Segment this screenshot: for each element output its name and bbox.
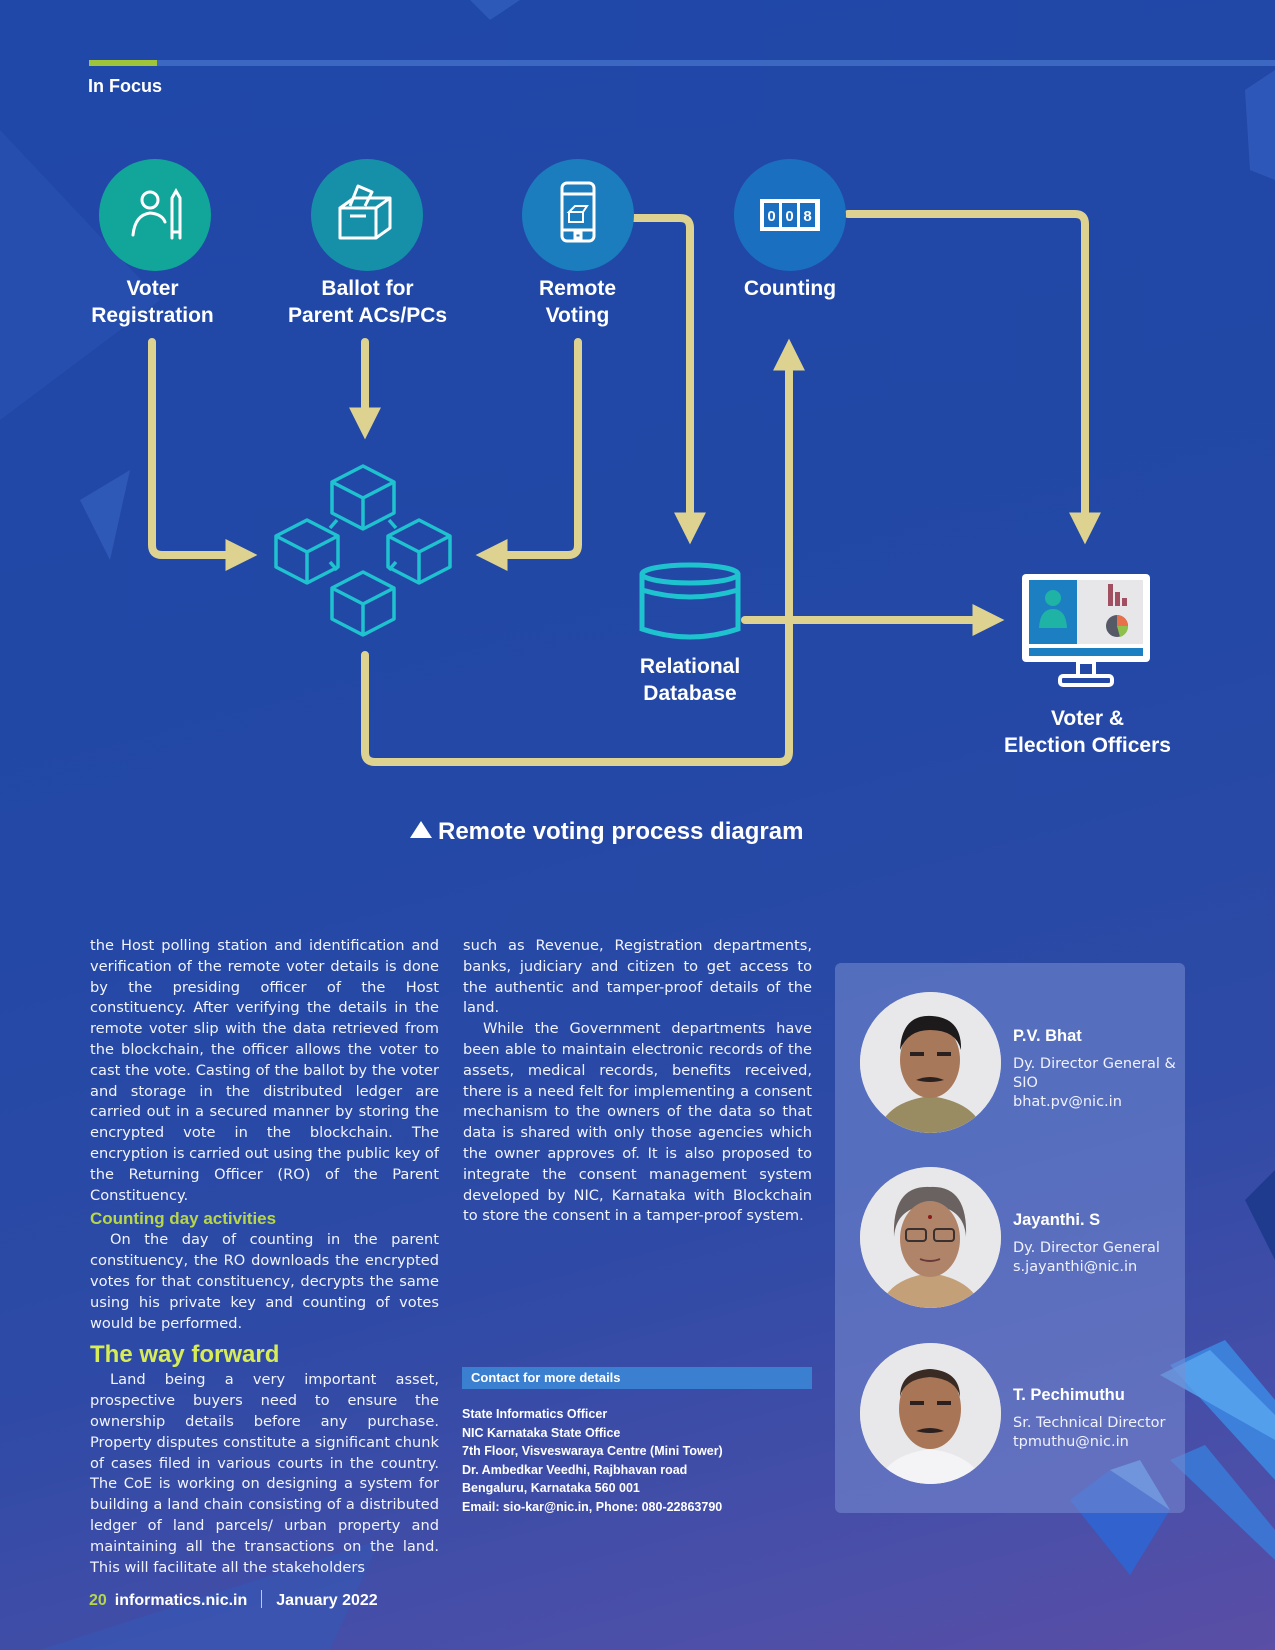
- contact-line: NIC Karnataka State Office: [462, 1425, 621, 1440]
- remote-voting-circle: [522, 159, 634, 271]
- contact-line: Email: sio-kar@nic.in, Phone: 080-228637…: [462, 1499, 723, 1514]
- counter-digit: 8: [803, 208, 811, 225]
- footer-divider: [261, 1590, 263, 1608]
- node-label-ballot: Ballot for Parent ACs/PCs: [287, 277, 448, 327]
- arrow-blockchain-to-counting: [361, 338, 805, 766]
- article-column-1: the Host polling station and identificat…: [90, 936, 439, 1578]
- footer-date: January 2022: [276, 1592, 378, 1609]
- contact-line: Bengaluru, Karnataka 560 001: [462, 1481, 640, 1495]
- ballot-box-icon: [338, 184, 392, 240]
- author-name: T. Pechimuthu: [1013, 1386, 1125, 1404]
- arrow-remote-to-database: [628, 214, 706, 545]
- author-email: s.jayanthi@nic.in: [1013, 1259, 1138, 1275]
- counter-icon: 0 0 8: [760, 199, 820, 231]
- author-photo: [860, 992, 1001, 1133]
- author-card: T. Pechimuthu Sr. Technical Director tpm…: [860, 1343, 1200, 1488]
- author-photo: [860, 1167, 1001, 1308]
- author-title: Dy. Director General & SIO: [1013, 1056, 1176, 1091]
- heading-way-forward: The way forward: [90, 1341, 280, 1369]
- remote-voting-diagram: 0 0 8: [99, 159, 1150, 766]
- node-label-relational-database: Relational Database: [639, 655, 741, 705]
- author-name: Jayanthi. S: [1013, 1211, 1101, 1229]
- contact-heading: Contact for more details: [462, 1367, 812, 1389]
- footer-site: informatics.nic.in: [114, 1592, 248, 1609]
- article-column-2: such as Revenue, Registration department…: [463, 936, 812, 1227]
- paragraph: such as Revenue, Registration department…: [463, 937, 812, 1017]
- page-footer: 20 informatics.nic.in January 2022: [89, 1590, 378, 1610]
- author-email: tpmuthu@nic.in: [1013, 1434, 1129, 1450]
- paragraph: On the day of counting in the parent con…: [90, 1231, 439, 1332]
- paragraph: the Host polling station and identificat…: [90, 937, 439, 1204]
- contact-details: State Informatics Officer NIC Karnataka …: [462, 1405, 723, 1516]
- author-email: bhat.pv@nic.in: [1013, 1094, 1122, 1110]
- node-label-officers: Voter & Election Officers: [1004, 707, 1171, 757]
- node-label-voter-registration: Voter Registration: [91, 277, 214, 327]
- counter-digit: 0: [785, 208, 793, 225]
- monitor-dashboard-icon: [1022, 574, 1150, 687]
- caption-triangle-icon: [410, 821, 432, 838]
- page-number: 20: [89, 1592, 107, 1609]
- author-photo: [860, 1343, 1001, 1484]
- arrow-registration-to-blockchain: [148, 338, 258, 571]
- paragraph: Land being a very important asset, prosp…: [90, 1371, 439, 1576]
- subheading-counting-day: Counting day activities: [90, 1209, 277, 1229]
- voter-pen-icon: [131, 187, 182, 240]
- contact-line: 7th Floor, Visveswaraya Centre (Mini Tow…: [462, 1444, 723, 1458]
- contact-line: Dr. Ambedkar Veedhi, Rajbhavan road: [462, 1462, 688, 1477]
- author-title: Dy. Director General: [1013, 1240, 1160, 1256]
- paragraph: While the Government departments have be…: [463, 1020, 812, 1225]
- author-title: Sr. Technical Director: [1013, 1415, 1166, 1431]
- mobile-vote-icon: [560, 181, 596, 243]
- caption-text: Remote voting process diagram: [438, 818, 804, 845]
- node-label-remote-voting: Remote Voting: [538, 277, 617, 327]
- counter-digit: 0: [767, 208, 775, 225]
- header-rule-accent: [89, 60, 157, 66]
- ballot-circle: [311, 159, 423, 271]
- arrow-remote-to-blockchain: [475, 338, 582, 571]
- node-label-counting: Counting: [743, 277, 837, 300]
- author-card: Jayanthi. S Dy. Director General s.jayan…: [860, 1167, 1200, 1312]
- arrow-counting-to-officers: [844, 210, 1101, 545]
- blockchain-cubes-icon: [274, 464, 452, 637]
- author-name: P.V. Bhat: [1013, 1027, 1082, 1045]
- header-rule: [89, 60, 1275, 66]
- diagram-caption: Remote voting process diagram: [410, 818, 803, 846]
- database-icon: [639, 562, 741, 640]
- author-card: P.V. Bhat Dy. Director General & SIO bha…: [860, 992, 1200, 1137]
- section-label: In Focus: [88, 76, 163, 96]
- contact-line: State Informatics Officer: [462, 1407, 608, 1421]
